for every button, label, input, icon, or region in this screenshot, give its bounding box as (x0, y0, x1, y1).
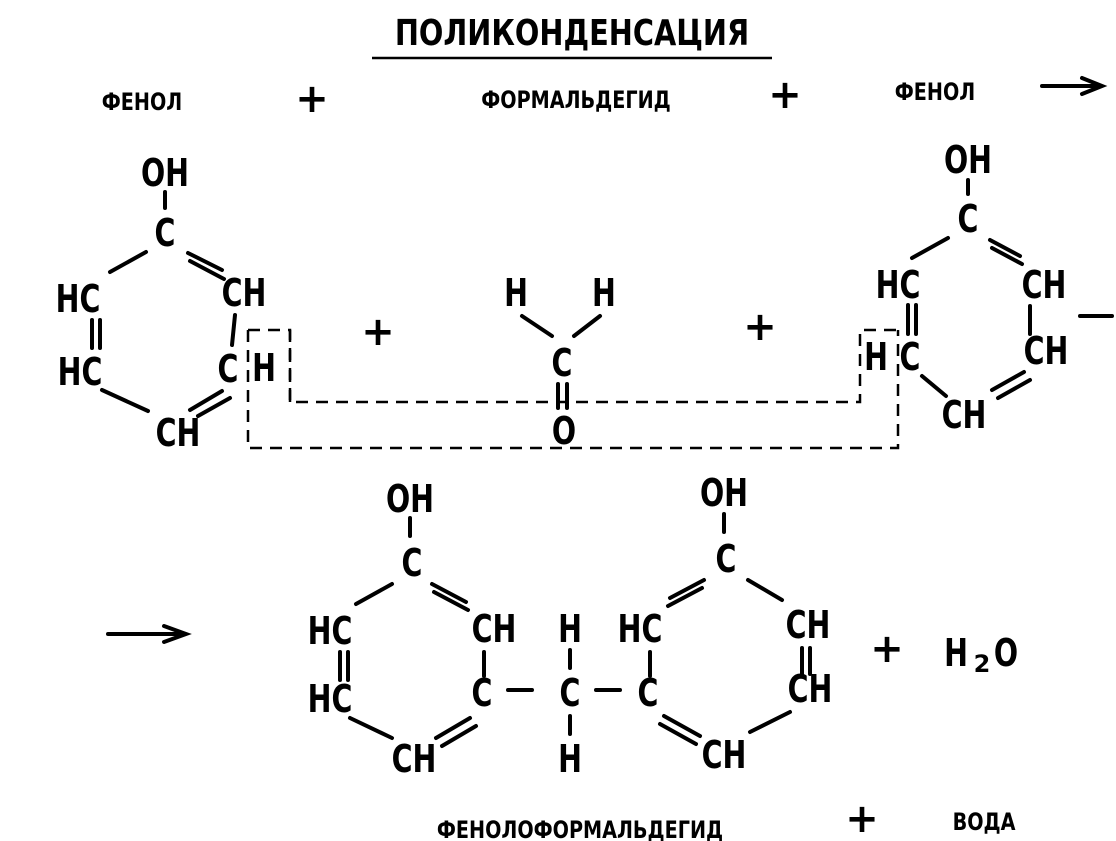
svg-text:H: H (864, 335, 888, 379)
condensation-link-boxes (246, 328, 900, 450)
svg-text:OH: OH (700, 471, 748, 515)
svg-text:C: C (716, 537, 737, 581)
water-formula: H 2 O (944, 631, 1018, 678)
svg-text:OH: OH (944, 138, 992, 182)
svg-text:H: H (944, 631, 968, 675)
svg-text:HC: HC (56, 277, 101, 321)
svg-text:HC: HC (308, 677, 353, 721)
svg-text:H: H (558, 737, 582, 781)
arrow-icon (1040, 76, 1108, 96)
arrow-icon (106, 624, 192, 644)
word-formaldehyde: ФОРМАЛЬДЕГИД (481, 87, 670, 115)
svg-text:HC: HC (876, 263, 921, 307)
diagram-title: ПОЛИКОНДЕНСАЦИЯ (395, 12, 749, 54)
svg-text:H: H (252, 346, 276, 390)
svg-text:O: O (994, 631, 1018, 675)
svg-text:HC: HC (308, 609, 353, 653)
product-right-ring: OH C HC CH C CH CH (618, 471, 833, 777)
svg-text:C: C (402, 541, 423, 585)
phenol-right-structure: OH C HC CH C CH CH H (864, 138, 1114, 437)
svg-text:C: C (560, 671, 581, 715)
word-plus-1: + (295, 76, 329, 122)
phenol-left-structure: OH C HC CH HC C CH H (56, 151, 276, 455)
svg-text:H: H (592, 271, 616, 315)
svg-text:HC: HC (58, 350, 103, 394)
svg-text:HC: HC (618, 607, 663, 651)
word-plus-bottom: + (845, 796, 879, 841)
methylene-bridge: H C H (506, 607, 622, 781)
svg-text:H: H (558, 607, 582, 651)
svg-text:C: C (155, 211, 176, 255)
svg-text:C: C (900, 335, 921, 379)
svg-text:CH: CH (472, 607, 517, 651)
word-plus-2: + (768, 72, 802, 118)
svg-text:CH: CH (702, 733, 747, 777)
plus-water: + (870, 626, 904, 672)
svg-text:O: O (552, 409, 576, 453)
svg-text:OH: OH (386, 477, 434, 521)
product-left-ring: OH C HC CH HC C CH (308, 477, 517, 781)
svg-text:2: 2 (974, 650, 991, 678)
svg-text:C: C (958, 197, 979, 241)
word-phenol-formaldehyde: ФЕНОЛОФОРМАЛЬДЕГИД (437, 817, 723, 841)
svg-text:CH: CH (1024, 329, 1069, 373)
svg-text:CH: CH (942, 393, 987, 437)
svg-text:CH: CH (222, 271, 267, 315)
svg-text:H: H (504, 271, 528, 315)
word-phenol-left: ФЕНОЛ (102, 89, 182, 117)
word-phenol-right: ФЕНОЛ (895, 79, 975, 107)
svg-text:CH: CH (1022, 263, 1067, 307)
formaldehyde-structure: H H C O (504, 271, 616, 453)
word-water: ВОДА (953, 809, 1016, 837)
svg-text:CH: CH (392, 737, 437, 781)
svg-text:CH: CH (156, 411, 201, 455)
plus-left-mid: + (361, 309, 395, 355)
svg-text:C: C (638, 671, 659, 715)
svg-text:OH: OH (141, 151, 189, 195)
svg-text:C: C (472, 671, 493, 715)
svg-text:CH: CH (786, 603, 831, 647)
svg-text:C: C (552, 341, 573, 385)
plus-right-mid: + (743, 304, 777, 350)
svg-text:C: C (218, 347, 239, 391)
